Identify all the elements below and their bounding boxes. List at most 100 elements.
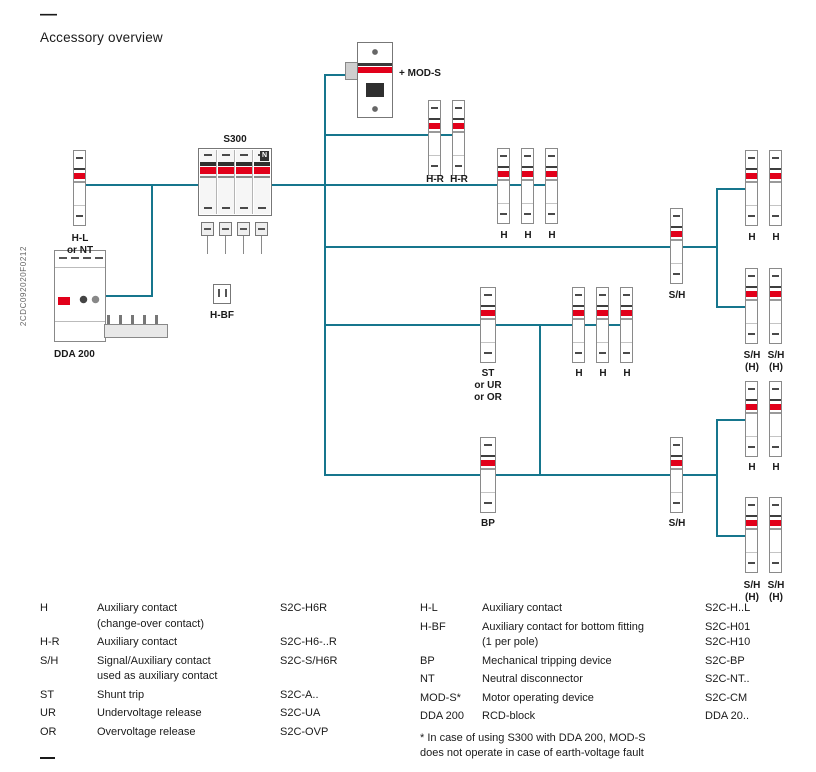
legend-desc: RCD-block [482, 710, 536, 722]
legend-row: ST Shunt trip S2C-A.. [40, 688, 388, 704]
legend-row: OR Overvoltage release S2C-OVP [40, 725, 388, 741]
label-h: H [748, 232, 756, 243]
legend-desc: Auxiliary contact [97, 636, 178, 648]
device-h [769, 381, 782, 457]
device-h-r [428, 100, 441, 176]
s300-pole [218, 150, 235, 214]
legend-row: H Auxiliary contact (change-over contact… [40, 601, 388, 632]
connector-line [539, 324, 541, 476]
label-h: H [748, 462, 756, 473]
device-h [545, 148, 558, 224]
label-h: H [772, 462, 780, 473]
label-h: H [772, 232, 780, 243]
legend-abbr: S/H [40, 654, 59, 667]
legend-row: MOD-S* Motor operating device S2C-CM [420, 691, 802, 707]
label-h: H [599, 368, 607, 379]
label-h: H [524, 230, 532, 241]
connector-line [325, 324, 628, 326]
legend-code: S2C-A.. [280, 688, 319, 701]
legend-row: UR Undervoltage release S2C-UA [40, 706, 388, 722]
terminal-lead [261, 236, 262, 254]
legend-right: H-L Auxiliary contact S2C-H..L H-BF Auxi… [420, 601, 802, 762]
connector-line [151, 184, 153, 297]
legend-desc: Signal/Auxiliary contact used as auxilia… [97, 654, 218, 683]
device-bp [480, 437, 496, 513]
label-dda-200: DDA 200 [54, 349, 95, 360]
legend-code: DDA 20.. [705, 710, 750, 722]
device-s-h-h [769, 497, 782, 573]
legend-row: H-R Auxiliary contact S2C-H6-..R [40, 635, 388, 651]
legend-desc: Overvoltage release [97, 725, 196, 738]
legend-desc: Auxiliary contact for bottom fitting (1 … [482, 620, 645, 649]
legend-desc: Neutral disconnector [482, 673, 583, 685]
legend-abbr: BP [420, 654, 435, 667]
device-h [572, 287, 585, 363]
device-s-h [670, 437, 683, 513]
device-st-ur-or [480, 287, 496, 363]
s300-pole [236, 150, 253, 214]
legend-abbr: H-BF [420, 620, 446, 633]
document-code: 2CDC092020F0212 [19, 246, 28, 327]
legend-code: S2C-NT.. [705, 673, 750, 685]
dda-200-comb-teeth [107, 315, 167, 324]
label-st-ur-or: ST or UR or OR [474, 368, 502, 403]
label-s-h: S/H [668, 290, 686, 301]
legend-code: S2C-H01 S2C-H10 [705, 620, 751, 649]
connector-line [106, 295, 153, 297]
legend-row: S/H Signal/Auxiliary contact used as aux… [40, 654, 388, 685]
device-h [745, 381, 758, 457]
label-h-r: H-R [450, 174, 468, 185]
legend-abbr: H-R [40, 636, 60, 648]
label-h: H [500, 230, 508, 241]
legend-abbr: H [40, 602, 48, 614]
footer-rule [40, 757, 55, 759]
device-s-h [670, 208, 683, 284]
legend-code: S2C-H6-..R [280, 636, 337, 648]
legend-code: S2C-H6R [280, 602, 328, 614]
connector-line [325, 134, 460, 136]
device-h [745, 150, 758, 226]
label-s-h: S/H [668, 518, 686, 529]
device-mod-s [357, 42, 393, 118]
legend-desc: Shunt trip [97, 688, 145, 701]
legend-desc: Undervoltage release [97, 707, 202, 719]
legend-desc: Mechanical tripping device [482, 654, 612, 667]
neutral-pole-marker: N [260, 151, 269, 161]
label-s-h-h: S/H (H) [767, 350, 785, 373]
label-s-h-h: S/H (H) [743, 580, 761, 603]
connector-line [716, 188, 718, 308]
device-dda-200 [54, 250, 106, 342]
legend-left: H Auxiliary contact (change-over contact… [40, 601, 388, 743]
legend-desc: Auxiliary contact [482, 602, 563, 614]
label-h-l: H-L or NT [66, 233, 94, 256]
page-title: Accessory overview [40, 30, 163, 45]
connector-line [325, 474, 717, 476]
terminal-lead [243, 236, 244, 254]
connector-line [716, 419, 747, 421]
legend-desc: Auxiliary contact (change-over contact) [97, 602, 204, 630]
s300-terminal [237, 222, 250, 236]
label-s300: S300 [223, 134, 247, 145]
dda-200-busbar-comb [104, 324, 168, 338]
legend-code: S2C-BP [705, 654, 745, 667]
legend-row: H-BF Auxiliary contact for bottom fittin… [420, 620, 802, 651]
device-h [521, 148, 534, 224]
legend-abbr: H-L [420, 602, 438, 614]
label-s-h-h: S/H (H) [743, 350, 761, 373]
device-s-h-h [769, 268, 782, 344]
device-h [497, 148, 510, 224]
legend-code: S2C-CM [705, 691, 748, 704]
terminal-lead [225, 236, 226, 254]
label-bp: BP [481, 518, 495, 529]
connector-line [80, 184, 552, 186]
legend-abbr: OR [40, 725, 57, 738]
label-h: H [623, 368, 631, 379]
connector-line [324, 74, 326, 476]
connector-line [325, 74, 361, 76]
label-h-bf: H-BF [210, 310, 234, 321]
legend-abbr: UR [40, 707, 56, 719]
device-h-r [452, 100, 465, 176]
legend-abbr: MOD-S* [420, 691, 461, 704]
connector-line [716, 419, 718, 537]
legend-code: S2C-H..L [705, 602, 751, 614]
